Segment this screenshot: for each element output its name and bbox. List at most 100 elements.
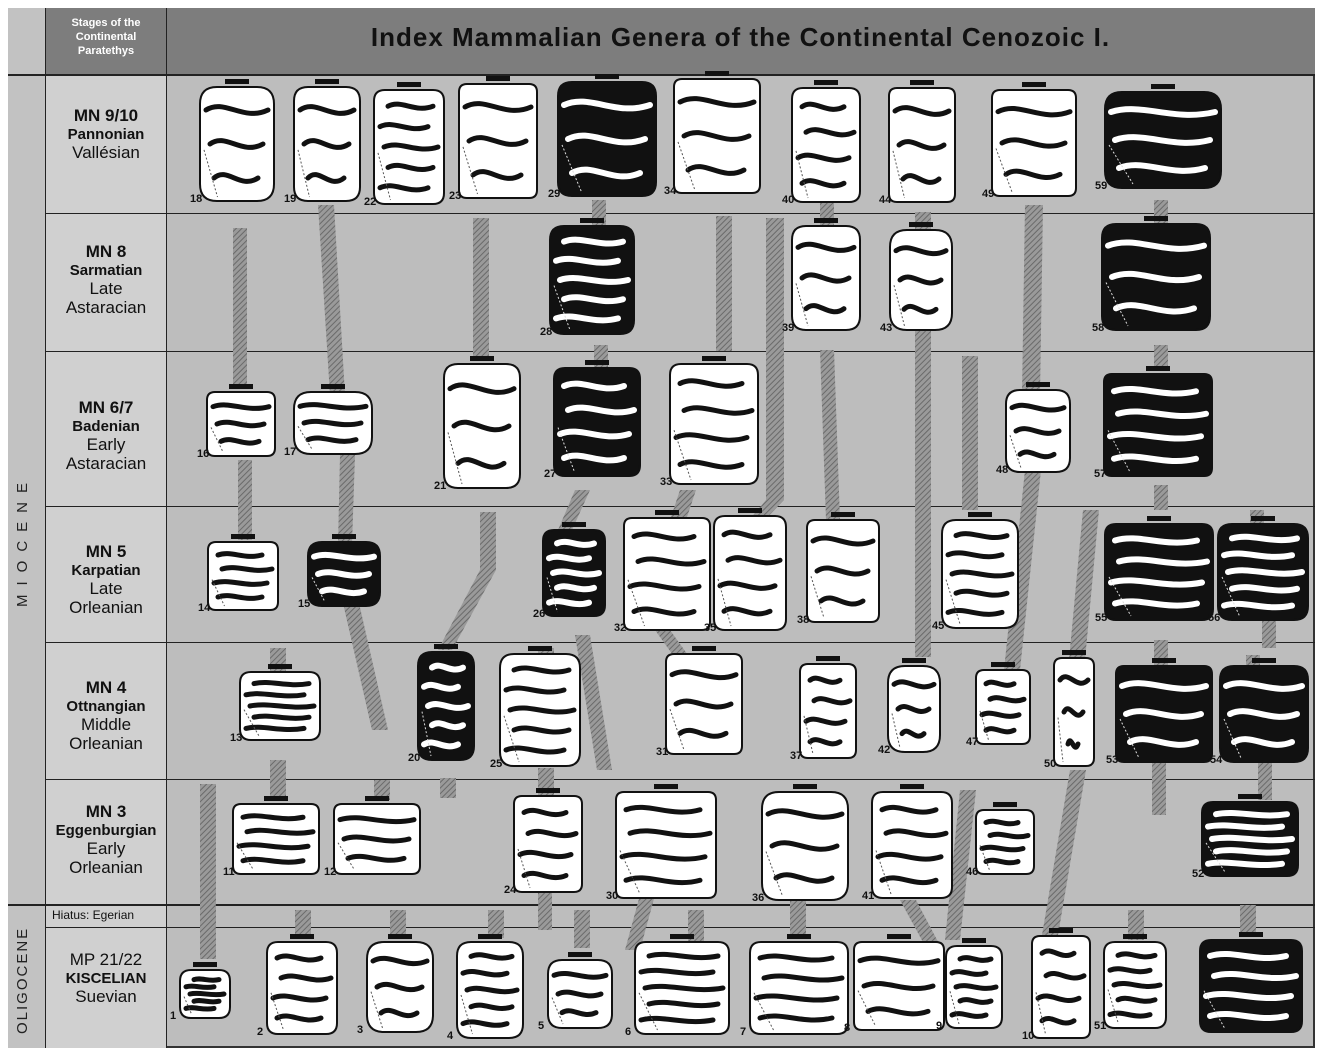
specimen-number: 12 bbox=[324, 866, 336, 878]
specimen-number: 52 bbox=[1192, 868, 1204, 880]
range-bar-marker bbox=[793, 784, 817, 789]
molar-occlusal-drawing-icon bbox=[852, 940, 946, 1032]
specimen-number: 8 bbox=[844, 1022, 850, 1034]
lineage-bar bbox=[1240, 905, 1256, 935]
specimen-tooth bbox=[541, 528, 607, 623]
specimen-tooth bbox=[1198, 938, 1304, 1039]
specimen-tooth bbox=[206, 540, 280, 617]
specimen-tooth bbox=[498, 652, 582, 773]
specimen-tooth bbox=[205, 390, 277, 463]
range-bar-marker bbox=[365, 796, 389, 801]
range-bar-marker bbox=[1026, 382, 1050, 387]
lineage-bar bbox=[438, 512, 496, 650]
molar-occlusal-drawing-icon bbox=[1052, 656, 1096, 768]
specimen-tooth bbox=[442, 362, 522, 495]
molar-occlusal-drawing-icon bbox=[1198, 938, 1304, 1034]
specimen-tooth bbox=[798, 662, 858, 765]
specimen-tooth bbox=[1030, 934, 1092, 1045]
molar-occlusal-drawing-icon bbox=[457, 82, 539, 200]
range-bar-marker bbox=[910, 80, 934, 85]
range-bar-marker bbox=[654, 784, 678, 789]
specimen-tooth bbox=[546, 958, 614, 1035]
specimen-tooth bbox=[372, 88, 446, 211]
range-bar-marker bbox=[1146, 366, 1170, 371]
specimen-number: 11 bbox=[223, 866, 235, 878]
specimen-tooth bbox=[790, 86, 862, 209]
specimen-number: 41 bbox=[862, 890, 874, 902]
specimen-tooth bbox=[1103, 90, 1223, 195]
specimen-tooth bbox=[1102, 940, 1168, 1035]
molar-occlusal-drawing-icon bbox=[306, 540, 382, 608]
specimen-number: 59 bbox=[1095, 180, 1107, 192]
specimen-number: 6 bbox=[625, 1026, 631, 1038]
specimen-tooth bbox=[790, 224, 862, 337]
molar-occlusal-drawing-icon bbox=[552, 366, 642, 478]
specimen-number: 46 bbox=[966, 866, 978, 878]
range-bar-marker bbox=[1239, 932, 1263, 937]
specimen-number: 48 bbox=[996, 464, 1008, 476]
molar-occlusal-drawing-icon bbox=[512, 794, 584, 894]
molar-occlusal-drawing-icon bbox=[546, 958, 614, 1030]
specimen-number: 35 bbox=[704, 622, 716, 634]
molar-occlusal-drawing-icon bbox=[541, 528, 607, 618]
molar-occlusal-drawing-icon bbox=[886, 664, 942, 754]
molar-occlusal-drawing-icon bbox=[1030, 934, 1092, 1040]
range-bar-marker bbox=[1144, 216, 1168, 221]
specimen-number: 43 bbox=[880, 322, 892, 334]
range-bar-marker bbox=[321, 384, 345, 389]
molar-occlusal-drawing-icon bbox=[455, 940, 525, 1040]
specimen-number: 10 bbox=[1022, 1030, 1034, 1042]
specimen-tooth bbox=[888, 228, 954, 337]
molar-occlusal-drawing-icon bbox=[990, 88, 1078, 198]
range-bar-marker bbox=[580, 218, 604, 223]
molar-occlusal-drawing-icon bbox=[940, 518, 1020, 630]
specimen-tooth bbox=[664, 652, 744, 761]
range-bar-marker bbox=[434, 644, 458, 649]
molar-occlusal-drawing-icon bbox=[672, 77, 762, 195]
range-bar-marker bbox=[1022, 82, 1046, 87]
range-bar-marker bbox=[655, 510, 679, 515]
lineage-bar bbox=[1042, 770, 1086, 935]
specimen-number: 24 bbox=[504, 884, 516, 896]
molar-occlusal-drawing-icon bbox=[614, 790, 718, 900]
range-bar-marker bbox=[315, 79, 339, 84]
range-bar-marker bbox=[991, 662, 1015, 667]
molar-occlusal-drawing-icon bbox=[668, 362, 760, 486]
range-bar-marker bbox=[595, 74, 619, 79]
specimen-tooth bbox=[805, 518, 881, 629]
specimen-number: 40 bbox=[782, 194, 794, 206]
range-bar-marker bbox=[909, 222, 933, 227]
range-bar-marker bbox=[290, 934, 314, 939]
specimen-tooth bbox=[556, 80, 658, 203]
specimen-tooth bbox=[614, 790, 718, 905]
range-bar-marker bbox=[814, 218, 838, 223]
specimen-number: 47 bbox=[966, 736, 978, 748]
specimen-tooth bbox=[712, 514, 788, 637]
range-bar-marker bbox=[738, 508, 762, 513]
specimen-tooth bbox=[457, 82, 539, 205]
lineage-bar bbox=[440, 778, 456, 798]
specimen-tooth bbox=[416, 650, 476, 767]
range-bar-marker bbox=[902, 658, 926, 663]
molar-occlusal-drawing-icon bbox=[1218, 664, 1310, 764]
molar-occlusal-drawing-icon bbox=[498, 652, 582, 768]
specimen-number: 45 bbox=[932, 620, 944, 632]
molar-occlusal-drawing-icon bbox=[888, 228, 954, 332]
specimen-tooth bbox=[1102, 372, 1214, 483]
range-bar-marker bbox=[1152, 658, 1176, 663]
specimen-number: 56 bbox=[1208, 612, 1220, 624]
specimen-number: 36 bbox=[752, 892, 764, 904]
molar-occlusal-drawing-icon bbox=[974, 668, 1032, 746]
molar-occlusal-drawing-icon bbox=[944, 944, 1004, 1030]
specimen-number: 33 bbox=[660, 476, 672, 488]
specimen-tooth bbox=[1216, 522, 1310, 627]
lineage-bar bbox=[962, 356, 978, 510]
range-bar-marker bbox=[1151, 84, 1175, 89]
molar-occlusal-drawing-icon bbox=[1103, 90, 1223, 190]
specimen-number: 42 bbox=[878, 744, 890, 756]
molar-occlusal-drawing-icon bbox=[206, 540, 280, 612]
specimen-tooth bbox=[940, 518, 1020, 635]
range-bar-marker bbox=[968, 512, 992, 517]
molar-occlusal-drawing-icon bbox=[870, 790, 954, 900]
specimen-number: 13 bbox=[230, 732, 242, 744]
